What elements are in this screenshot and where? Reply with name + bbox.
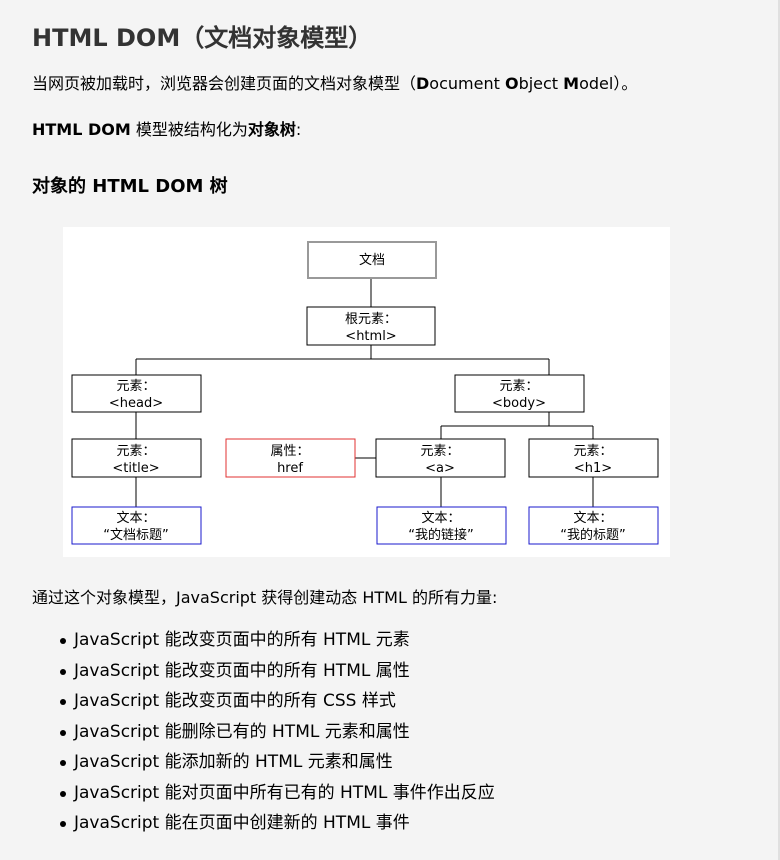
node-head: 元素： <head>: [71, 374, 202, 413]
node-attribute-href: 属性： href: [225, 438, 356, 478]
node-document-label: 文档: [359, 253, 385, 268]
node-attr-name: href: [277, 461, 303, 476]
intro-paragraph: 当网页被加载时，浏览器会创建页面的文档对象模型（Document Object …: [32, 70, 637, 94]
page-title: HTML DOM（文档对象模型）: [32, 24, 373, 52]
node-text-title: 文本： “文档标题”: [71, 506, 202, 545]
node-text-title-label: 文本：: [116, 511, 155, 526]
node-title-label: 元素：: [116, 444, 155, 459]
node-root-html: 根元素： <html>: [306, 306, 436, 346]
node-text-title-value: “文档标题”: [103, 528, 168, 543]
node-text-link-label: 文本：: [421, 511, 460, 526]
list-item: JavaScript 能在页面中创建新的 HTML 事件: [60, 811, 495, 842]
node-body-label: 元素：: [499, 379, 538, 394]
node-text-heading-label: 文本：: [573, 511, 612, 526]
intro-end: ）。: [613, 74, 638, 93]
structure-object-tree: 对象树: [247, 120, 296, 139]
capabilities-list: JavaScript 能改变页面中的所有 HTML 元素 JavaScript …: [32, 628, 495, 842]
node-a-tag: <a>: [425, 461, 455, 476]
node-title: 元素： <title>: [71, 438, 202, 478]
node-text-link: 文本： “我的链接”: [376, 506, 507, 545]
node-body-tag: <body>: [492, 396, 546, 411]
node-h1-tag: <h1>: [574, 461, 612, 476]
tree-connectors: [135, 278, 594, 507]
structure-paragraph: HTML DOM 模型被结构化为对象树:: [32, 116, 301, 140]
intro-bject: bject: [518, 74, 564, 93]
node-text-link-value: “我的链接”: [408, 527, 473, 543]
node-root-label: 根元素：: [345, 312, 397, 327]
node-text-heading: 文本： “我的标题”: [528, 506, 659, 545]
list-item: JavaScript 能改变页面中的所有 CSS 样式: [60, 689, 495, 720]
node-head-tag: <head>: [109, 396, 163, 411]
intro-text: 当网页被加载时，浏览器会创建页面的文档对象模型（: [32, 74, 417, 93]
intro-ocument: ocument: [429, 74, 505, 93]
list-item: JavaScript 能改变页面中的所有 HTML 元素: [60, 628, 495, 659]
intro-o: O: [504, 74, 519, 93]
capabilities-intro: 通过这个对象模型，JavaScript 获得创建动态 HTML 的所有力量:: [32, 588, 498, 607]
node-h1-label: 元素：: [573, 444, 612, 459]
structure-text: 模型被结构化为: [130, 120, 248, 139]
list-item: JavaScript 能删除已有的 HTML 元素和属性: [60, 720, 495, 751]
node-a-label: 元素：: [420, 444, 459, 459]
list-item: JavaScript 能对页面中所有已有的 HTML 事件作出反应: [60, 781, 495, 812]
node-text-heading-value: “我的标题”: [560, 527, 625, 543]
node-attr-label: 属性：: [270, 444, 309, 459]
node-body: 元素： <body>: [454, 374, 585, 413]
intro-m: M: [563, 74, 580, 93]
dom-tree-diagram: 文档 根元素： <html> 元素： <head> 元素： <body>: [63, 227, 670, 557]
node-title-tag: <title>: [112, 461, 159, 476]
intro-odel: odel: [579, 74, 614, 93]
list-item: JavaScript 能添加新的 HTML 元素和属性: [60, 750, 495, 781]
dom-tree-svg: 文档 根元素： <html> 元素： <head> 元素： <body>: [71, 241, 659, 545]
node-document: 文档: [307, 241, 437, 279]
node-root-tag: <html>: [345, 329, 396, 344]
node-a: 元素： <a>: [375, 438, 506, 478]
page-edge: [778, 0, 780, 860]
structure-html-dom: HTML DOM: [32, 120, 131, 139]
node-h1: 元素： <h1>: [528, 438, 659, 478]
structure-colon: :: [295, 120, 302, 139]
tree-heading: 对象的 HTML DOM 树: [32, 176, 228, 197]
list-item: JavaScript 能改变页面中的所有 HTML 属性: [60, 659, 495, 690]
node-head-label: 元素：: [116, 379, 155, 394]
intro-d: D: [416, 74, 430, 93]
